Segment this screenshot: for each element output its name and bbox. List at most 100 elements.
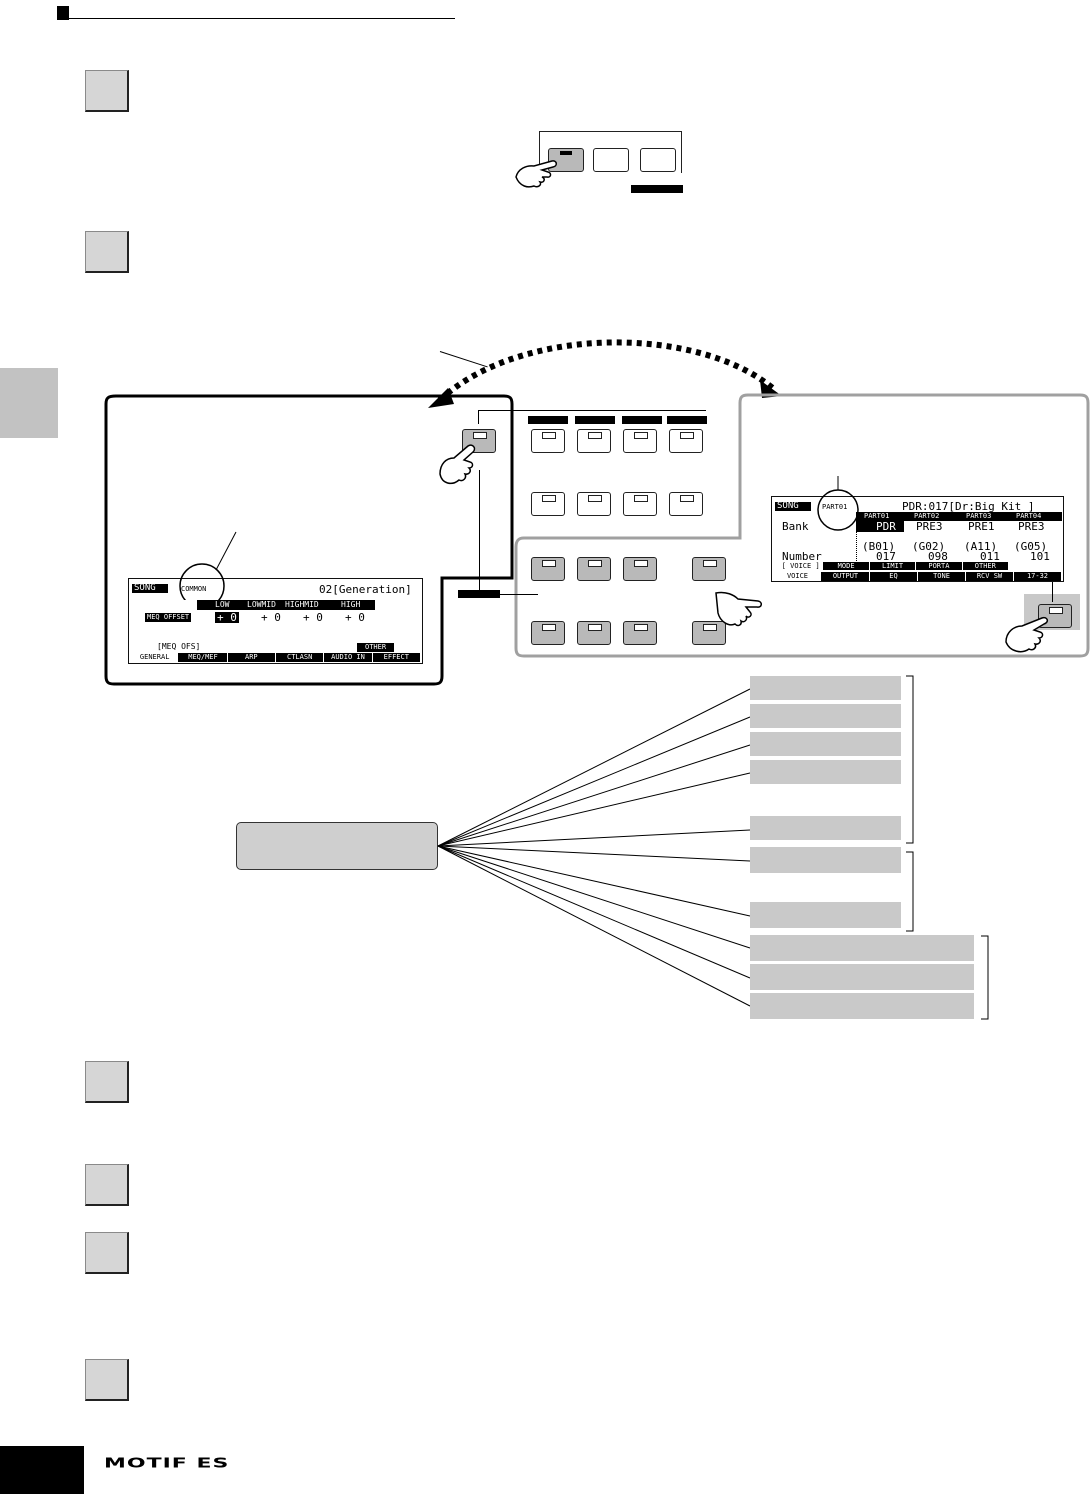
track-button-4[interactable] bbox=[669, 429, 703, 453]
common-panel-outline bbox=[104, 394, 514, 686]
track-button-bracket bbox=[478, 410, 706, 411]
menu-box-10[interactable] bbox=[750, 993, 974, 1021]
track-button-5[interactable] bbox=[531, 492, 565, 516]
lcd-part-screen: SONG PART01 PDR:017[Dr:Big Kit ] PART01 … bbox=[771, 496, 1064, 582]
part-panel-outline bbox=[514, 393, 1090, 658]
function-button-8[interactable] bbox=[692, 621, 726, 645]
mode-button-3[interactable] bbox=[640, 148, 676, 172]
part-header-1: PART01 bbox=[864, 512, 890, 520]
function-button-4[interactable] bbox=[692, 557, 726, 581]
tab-17-32[interactable]: 17-32 bbox=[1026, 572, 1049, 580]
number-value-1: 017 bbox=[876, 550, 896, 563]
function-button-3[interactable] bbox=[623, 557, 657, 581]
tab-voice[interactable]: VOICE bbox=[774, 572, 822, 581]
track-label-bar-2 bbox=[575, 416, 615, 424]
step-5-box bbox=[85, 1232, 129, 1274]
part-header-3: PART03 bbox=[966, 512, 992, 520]
tab-eq[interactable]: EQ bbox=[870, 572, 918, 581]
track-button-2[interactable] bbox=[577, 429, 611, 453]
lcd-sub-label: [MEQ OFS] bbox=[157, 642, 201, 651]
side-chapter-tab bbox=[0, 368, 58, 438]
mode-button-2[interactable] bbox=[593, 148, 629, 172]
subtab-limit[interactable]: LIMIT bbox=[869, 562, 917, 570]
menu-box-8[interactable] bbox=[750, 935, 974, 963]
number-value-4: 101 bbox=[1030, 550, 1050, 563]
tab-meq-mef[interactable]: MEQ/MEF bbox=[179, 653, 228, 662]
tab-rcv-sw[interactable]: RCV SW bbox=[966, 572, 1014, 581]
menu-box-9[interactable] bbox=[750, 964, 974, 992]
menu-box-2[interactable] bbox=[750, 704, 901, 730]
menu-box-3[interactable] bbox=[750, 732, 901, 758]
function-button-1[interactable] bbox=[531, 557, 565, 581]
pointing-hand-icon bbox=[1005, 616, 1049, 653]
track-label-bar-3 bbox=[622, 416, 662, 424]
eq-value-lowmid: + 0 bbox=[261, 611, 281, 624]
mode-button-group bbox=[539, 131, 682, 173]
track-button-bracket-left bbox=[478, 410, 479, 424]
menu-box-7[interactable] bbox=[750, 902, 901, 930]
program-value-2: (G02) bbox=[912, 540, 946, 553]
program-value-1: (B01) bbox=[862, 540, 896, 553]
lcd-eq-header-bar bbox=[197, 600, 375, 610]
song-mode-button[interactable] bbox=[548, 148, 584, 172]
menu-box-4[interactable] bbox=[750, 760, 901, 786]
subtab-voice[interactable]: [ VOICE ] bbox=[781, 562, 820, 570]
track-button-3[interactable] bbox=[623, 429, 657, 453]
program-value-4: (G05) bbox=[1014, 540, 1048, 553]
track-label-bar-1 bbox=[528, 416, 568, 424]
footer-logo: MOTIF ES bbox=[104, 1456, 230, 1471]
function-button-5[interactable] bbox=[531, 621, 565, 645]
lcd-common-screen: SONG COMMON 02[Generation] LOW LOWMID HI… bbox=[128, 578, 423, 664]
lcd-bottom-tabs: VOICE OUTPUT EQ TONE RCV SW 17-32 bbox=[774, 572, 1061, 581]
tab-tone[interactable]: TONE bbox=[918, 572, 966, 581]
bank-value-3: PRE1 bbox=[968, 520, 995, 533]
function-button-2[interactable] bbox=[577, 557, 611, 581]
tab-effect[interactable]: EFFECT bbox=[383, 653, 409, 661]
menu-box-1[interactable] bbox=[750, 676, 901, 702]
mode-group-label-bar bbox=[631, 185, 683, 193]
eq-header-highmid: HIGHMID bbox=[285, 600, 319, 609]
tab-arp[interactable]: ARP bbox=[228, 653, 276, 662]
lcd-part-label: PART01 bbox=[822, 503, 848, 511]
subtab-other[interactable]: OTHER bbox=[962, 562, 1009, 570]
track-button-8[interactable] bbox=[669, 492, 703, 516]
part-header-2: PART02 bbox=[914, 512, 940, 520]
eq-header-lowmid: LOWMID bbox=[247, 600, 276, 609]
program-value-3: (A11) bbox=[964, 540, 998, 553]
lcd-bottom-tabs: GENERAL MEQ/MEF ARP CTLASN AUDIO IN EFFE… bbox=[131, 653, 420, 662]
step-3-box bbox=[85, 1061, 129, 1103]
track-button-6[interactable] bbox=[577, 492, 611, 516]
eq-header-high: HIGH bbox=[341, 600, 361, 609]
tab-ctlasn[interactable]: CTLASN bbox=[276, 653, 325, 662]
subtab-porta[interactable]: PORTA bbox=[916, 562, 963, 570]
tab-output[interactable]: OUTPUT bbox=[822, 572, 870, 581]
lcd-param-label: MEQ OFFSET bbox=[145, 613, 192, 622]
header-rule bbox=[57, 18, 455, 19]
subtab-mode[interactable]: MODE bbox=[823, 562, 870, 570]
menu-box-6[interactable] bbox=[750, 847, 901, 875]
f-button-callout bbox=[1052, 580, 1053, 602]
track-label-bar-4 bbox=[667, 416, 707, 424]
number-value-2: 098 bbox=[928, 550, 948, 563]
fan-lines bbox=[437, 675, 989, 1020]
track-button-1[interactable] bbox=[531, 429, 565, 453]
function-button-7[interactable] bbox=[623, 621, 657, 645]
lcd-number-label: Number bbox=[782, 550, 822, 563]
function-button-6[interactable] bbox=[577, 621, 611, 645]
menu-box-5[interactable] bbox=[750, 816, 901, 842]
footer-page-block bbox=[0, 1446, 84, 1494]
lcd-part-title: PDR:017[Dr:Big Kit ] bbox=[902, 500, 1035, 513]
tab-audio-in[interactable]: AUDIO IN bbox=[324, 653, 373, 662]
bank-value-1: PDR bbox=[856, 521, 904, 532]
lcd-song-title: 02[Generation] bbox=[319, 583, 412, 596]
lcd-other-tab: OTHER bbox=[357, 643, 395, 652]
track-button-7[interactable] bbox=[623, 492, 657, 516]
common-button[interactable] bbox=[462, 429, 496, 453]
tab-general[interactable]: GENERAL bbox=[131, 653, 180, 662]
lcd-bank-label: Bank bbox=[782, 520, 809, 533]
bank-value-2: PRE3 bbox=[916, 520, 943, 533]
lcd-part-header-bar bbox=[856, 512, 1062, 521]
track-select-button[interactable] bbox=[1038, 604, 1072, 628]
pointing-hand-icon bbox=[715, 591, 762, 627]
lcd-part-dividers bbox=[856, 521, 1063, 563]
